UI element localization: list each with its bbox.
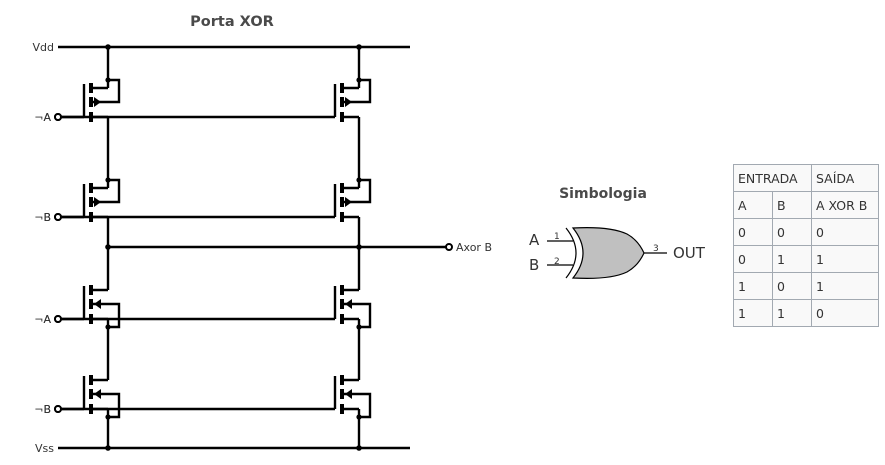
xor-gate-symbol [547,227,667,279]
vss-junction-dot [105,445,111,451]
group-header-saida: SAÍDA [811,164,879,192]
group-header-entrada: ENTRADA [733,164,812,192]
symbol-input-b-label: B [529,256,539,274]
gate-input-label: A [43,313,51,326]
gate-input-label: ¬B [34,403,51,416]
symbol-pin-3: 3 [653,244,659,254]
cell-a: 0 [733,245,773,273]
body-arrow-icon [94,197,101,207]
body-arrow-icon [345,197,352,207]
right-transistor-column: A ¬B ¬A ¬B [34,44,372,451]
column-header-b: B [772,191,812,219]
body-arrow-icon [345,97,352,107]
output-terminal[interactable] [445,243,453,251]
gate-input-label: ¬A [34,313,51,326]
body-wire [91,178,121,204]
cell-a: 0 [733,218,773,246]
vss-junction-dot [356,445,362,451]
cell-output: 1 [811,272,879,300]
gate-input-label: B [43,403,51,416]
cell-output: 0 [811,299,879,327]
output-junction-dot [105,244,111,250]
body-wire [342,302,372,329]
truth-table: ENTRADA SAÍDA A B A XOR B 0 0 0 0 1 1 1 … [733,164,879,327]
pmos-transistor: A [43,77,372,124]
cell-a: 1 [733,299,773,327]
body-wire [91,392,121,419]
cell-b: 1 [772,299,812,327]
gate-input-label: A [43,111,51,124]
body-wire [91,302,121,329]
body-arrow-icon [345,389,352,399]
cell-output: 1 [811,245,879,273]
symbol-heading: Simbologia [559,186,647,202]
nmos-transistor: ¬A [34,285,372,330]
left-transistor-column: ¬A B A B [34,44,121,451]
gate-input-terminal[interactable] [54,113,62,121]
gate-input-terminal[interactable] [54,315,62,323]
symbol-input-a-label: A [529,231,540,249]
body-wire [342,78,372,104]
symbol-pin-1: 1 [554,232,560,242]
body-arrow-icon [94,389,101,399]
column-header-output: A XOR B [811,191,879,219]
transistor-layer: ¬A B A B A ¬B ¬A ¬B [34,44,372,451]
vdd-junction-dot [105,44,111,50]
xor-gate-input-arc [565,227,577,279]
body-wire [342,392,372,419]
table-row: 0 1 1 [733,245,879,273]
gate-input-label: ¬B [34,211,51,224]
body-arrow-icon [94,97,101,107]
vdd-junction-dot [356,44,362,50]
xor-gate-body [571,227,645,279]
nmos-transistor: A [43,285,121,330]
body-wire [91,78,121,104]
gate-input-label: ¬A [34,111,51,124]
truth-table-group-header-row: ENTRADA SAÍDA [733,164,879,192]
nmos-transistor: ¬B [34,375,372,420]
diagram-title: Porta XOR [190,14,274,30]
body-wire [342,178,372,204]
cell-a: 1 [733,272,773,300]
cell-output: 0 [811,218,879,246]
pmos-transistor: ¬B [34,177,372,224]
vss-label: Vss [35,442,54,455]
output-junction-dot [356,244,362,250]
gate-input-terminal[interactable] [54,213,62,221]
vdd-label: Vdd [33,41,55,54]
gate-input-label: B [43,211,51,224]
cell-b: 0 [772,272,812,300]
table-row: 1 0 1 [733,272,879,300]
cell-b: 0 [772,218,812,246]
nmos-transistor: B [43,375,121,420]
gate-input-terminal[interactable] [54,405,62,413]
column-header-a: A [733,191,773,219]
truth-table-column-header-row: A B A XOR B [733,191,879,219]
table-row: 1 1 0 [733,299,879,327]
cell-b: 1 [772,245,812,273]
symbol-pin-2: 2 [554,257,560,267]
output-label: Axor B [456,241,492,254]
symbol-output-label: OUT [673,244,706,262]
body-arrow-icon [345,299,352,309]
body-arrow-icon [94,299,101,309]
table-row: 0 0 0 [733,218,879,246]
